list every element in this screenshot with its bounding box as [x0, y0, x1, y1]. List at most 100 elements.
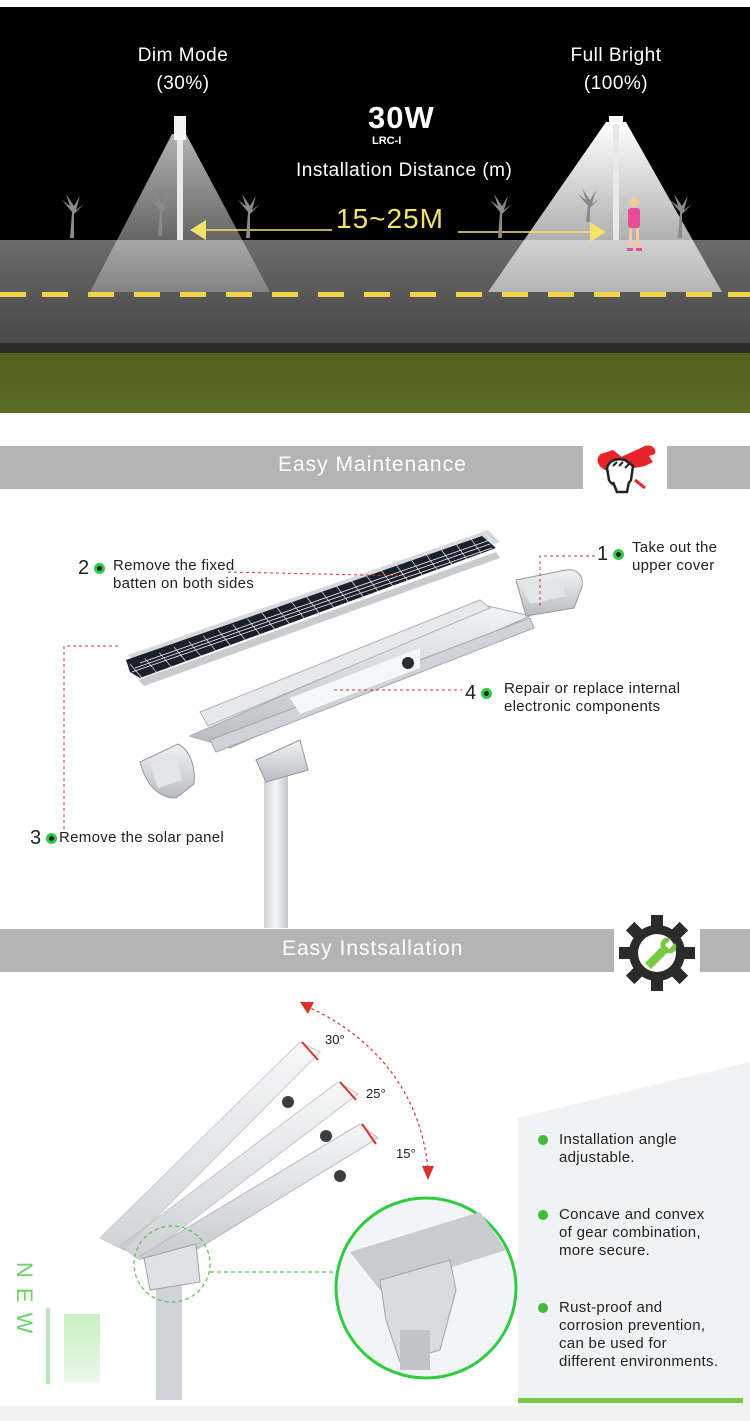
grass-strip: [0, 353, 750, 413]
feature-3: Rust-proof and corrosion prevention, can…: [559, 1299, 718, 1371]
full-light-beam: [488, 122, 722, 292]
solar-cell-divider: [335, 584, 349, 603]
step-3-text: Remove the solar panel: [59, 829, 279, 847]
upper-cover: [515, 569, 583, 617]
lane-marking: [272, 292, 298, 297]
page-footer-strip: [0, 1406, 750, 1421]
step-number: 3: [30, 827, 42, 849]
feature-line: Concave and convex: [559, 1206, 705, 1223]
solar-cell-divider: [423, 550, 438, 570]
solar-cell-divider: [129, 663, 143, 679]
step-dot-icon: [480, 688, 492, 699]
step-1: 1: [597, 543, 624, 566]
pedestrian-figure: [627, 197, 642, 251]
step-4: 4: [465, 682, 492, 705]
solar-cell-divider: [232, 624, 246, 641]
new-badge: NEW: [12, 1262, 37, 1344]
lane-marking: [548, 292, 574, 297]
feature-line: adjustable.: [559, 1149, 635, 1166]
feature-line: of gear combination,: [559, 1224, 701, 1241]
dim-mode-title: Dim Mode: [137, 45, 229, 66]
solar-cell-divider: [481, 527, 497, 549]
step-dot-icon: [93, 563, 105, 574]
lane-marking: [640, 292, 666, 297]
installation-title: Easy Instsallation: [282, 937, 464, 960]
feature-line: Rust-proof and: [559, 1299, 663, 1316]
angle-25-label: 25°: [366, 1086, 386, 1101]
lamp-pole: [264, 770, 288, 928]
feature-line: can be used for: [559, 1335, 667, 1352]
installation-distance-value: 15~25M: [336, 203, 444, 234]
lamp-mount: [255, 739, 309, 783]
solar-cell-divider: [320, 590, 335, 608]
new-badge-block: [64, 1314, 100, 1382]
feature-line: more secure.: [559, 1242, 651, 1259]
lamp-exploded-diagram: [63, 527, 596, 928]
feature-bullet-icon: [538, 1210, 548, 1220]
feature-bullet-icon: [538, 1135, 548, 1145]
step-text-line: Remove the fixed: [113, 557, 235, 574]
solar-cell-divider: [173, 646, 187, 662]
tree-silhouettes: [62, 188, 692, 238]
step-text-line: Repair or replace internal: [504, 680, 681, 697]
arc-end-arrow-icon: [422, 1166, 434, 1180]
angle-15-label: 15°: [396, 1146, 416, 1161]
feature-panel-accent: [518, 1398, 743, 1403]
solar-cell-divider: [408, 556, 423, 576]
road-curb: [0, 343, 750, 353]
angle-adjust-diagram: [99, 1002, 518, 1400]
step-2: 2: [78, 557, 105, 580]
step-number: 2: [78, 557, 90, 579]
light-beams: [62, 116, 722, 292]
lane-marking: [594, 292, 620, 297]
solar-cell-divider: [188, 641, 202, 657]
angle-30-label: 30°: [325, 1032, 345, 1047]
power-rating: 30W: [368, 100, 435, 135]
step-number: 1: [597, 543, 609, 565]
solar-cell-divider: [159, 652, 172, 668]
lane-marking: [728, 292, 750, 297]
lane-marking: [0, 292, 26, 297]
lane-marking: [226, 292, 252, 297]
arrow-right-icon: [590, 222, 606, 242]
step-text-line: batten on both sides: [113, 575, 255, 592]
step-dot-icon: [612, 549, 624, 560]
full-pole: [613, 118, 619, 240]
feature-2: Concave and convex of gear combination, …: [559, 1206, 705, 1260]
step-text-line: upper cover: [632, 557, 715, 574]
gear-wrench-icon: [614, 912, 700, 994]
solar-cell-divider: [247, 618, 261, 635]
step-number: 4: [465, 682, 477, 704]
solar-cell-divider: [437, 544, 453, 565]
solar-panel: [126, 527, 500, 686]
solar-cell-divider: [305, 595, 320, 614]
lane-marking: [42, 292, 68, 297]
maintenance-icon-box: [583, 436, 667, 500]
lane-marking: [410, 292, 436, 297]
solar-cell-divider: [261, 612, 276, 630]
feature-panel-bg: [518, 1062, 750, 1406]
solar-cell-divider: [467, 533, 482, 554]
installation-distance-label: Installation Distance (m): [296, 160, 513, 181]
dim-pole: [177, 116, 183, 240]
lane-marking: [180, 292, 206, 297]
feature-bullet-icon: [538, 1303, 548, 1313]
lane-marking: [318, 292, 344, 297]
feature-line: different environments.: [559, 1353, 719, 1370]
lane-marking: [456, 292, 482, 297]
model-code: LRC-I: [372, 135, 402, 147]
new-badge-bar: [46, 1308, 50, 1384]
step-text-line: Remove the solar panel: [59, 829, 225, 846]
step-2-text: Remove the fixed batten on both sides: [113, 557, 313, 593]
solar-cell-divider: [291, 601, 305, 619]
step-text-line: electronic components: [504, 698, 661, 715]
installation-icon-box: [614, 912, 700, 994]
lane-marking: [686, 292, 712, 297]
maintenance-title: Easy Maintenance: [278, 453, 467, 476]
lamp-housing: [188, 599, 535, 753]
solar-cell-divider: [144, 658, 158, 673]
full-bright-value: (100%): [583, 73, 649, 94]
solar-cell-divider: [217, 629, 231, 646]
solar-cell-divider: [452, 539, 467, 560]
solar-cell-divider: [203, 635, 217, 652]
